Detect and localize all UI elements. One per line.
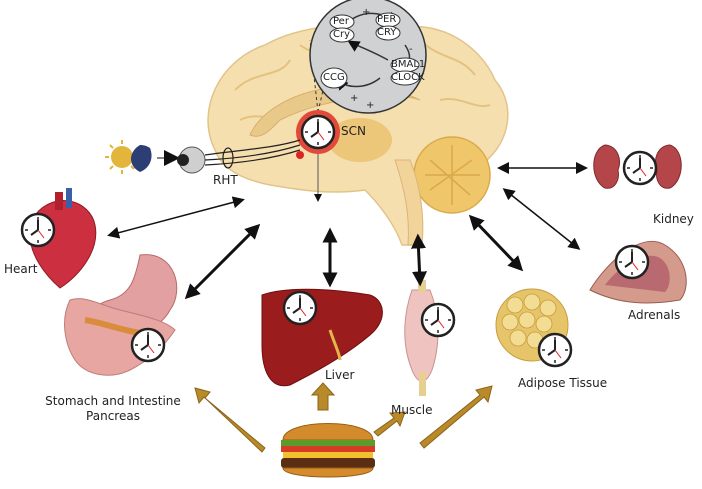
liver-label: Liver — [325, 368, 355, 382]
sign-plus-2: + — [350, 93, 359, 104]
adipose-tissue — [495, 288, 573, 368]
muscle — [404, 280, 456, 396]
kidney-label: Kidney — [653, 212, 694, 226]
adrenals-label: Adrenals — [628, 308, 681, 322]
moon-icon — [131, 145, 152, 172]
stomach-label: Stomach and Intestine — [45, 394, 181, 408]
cerebellum — [413, 136, 491, 214]
adipose-label: Adipose Tissue — [518, 376, 608, 390]
adrenals — [589, 240, 687, 304]
per-lower-label: Per — [333, 16, 349, 27]
clock-label: CLOCK — [391, 72, 425, 83]
liver — [261, 288, 383, 387]
clock-loop — [309, 0, 427, 114]
heart — [20, 188, 97, 289]
muscle-label: Muscle — [391, 403, 433, 417]
connection-arrows — [107, 162, 588, 300]
scn-label: SCN — [341, 124, 366, 138]
per-upper-label: PER — [377, 14, 397, 25]
pancreas-label: Pancreas — [86, 409, 140, 423]
brain — [207, 23, 509, 246]
heart-label: Heart — [4, 262, 38, 276]
food-arrows — [194, 382, 493, 453]
sign-plus-3: + — [366, 100, 375, 111]
bmal1-label: BMAL1 — [391, 59, 426, 70]
stomach-intestine — [64, 254, 178, 376]
cry-lower-label: Cry — [333, 29, 351, 40]
ccg-label: CCG — [323, 72, 345, 83]
burger-icon — [281, 423, 375, 478]
sun-icon — [105, 140, 139, 174]
sign-minus: - — [409, 44, 413, 55]
sign-plus-1: + — [362, 7, 371, 18]
scn-clock-icon — [296, 110, 340, 154]
cry-upper-label: CRY — [377, 27, 397, 38]
rht-label: RHT — [213, 173, 238, 187]
eye-icon — [177, 139, 301, 174]
kidney — [593, 144, 682, 189]
